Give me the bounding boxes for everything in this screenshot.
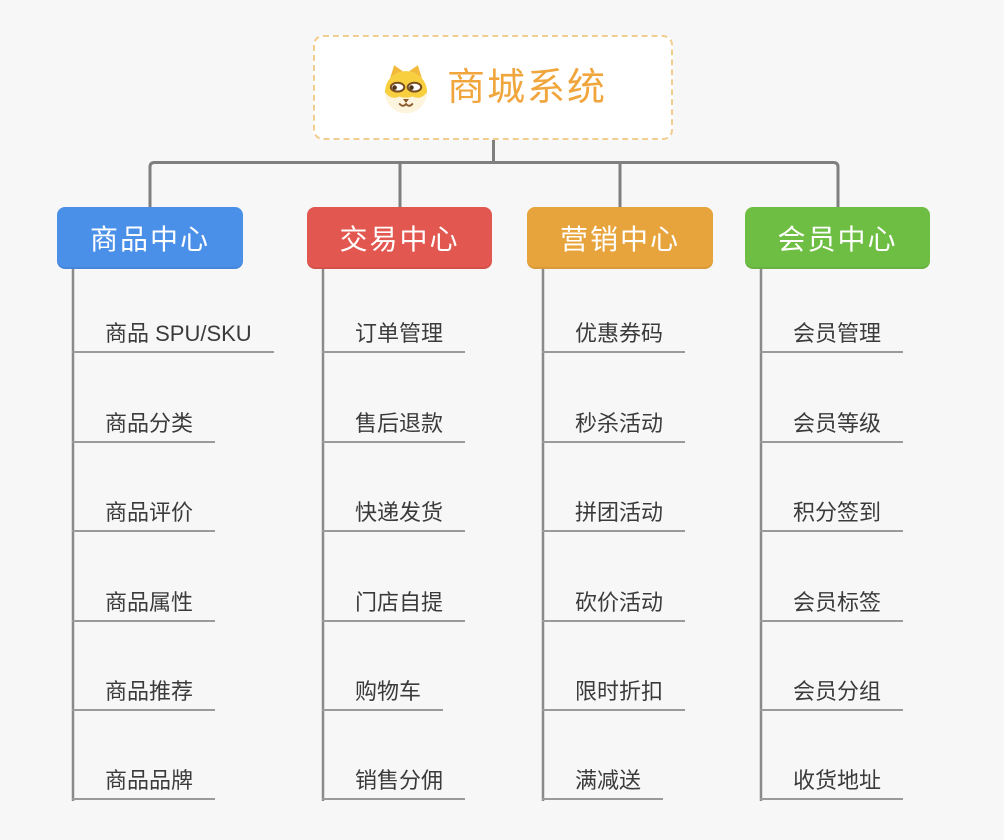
node-product-recommend[interactable]: 商品推荐 xyxy=(72,675,216,711)
branch-trade-center-items: 订单管理 售后退款 快递发货 门店自提 购物车 销售分佣 xyxy=(322,269,567,804)
node-limited-time-discount[interactable]: 限时折扣 xyxy=(542,675,686,711)
node-member-management[interactable]: 会员管理 xyxy=(760,317,904,353)
node-product-category[interactable]: 商品分类 xyxy=(72,407,216,443)
branch-member-center[interactable]: 会员中心 xyxy=(745,207,930,269)
node-member-tag[interactable]: 会员标签 xyxy=(760,586,904,622)
node-group-buy[interactable]: 拼团活动 xyxy=(542,496,686,532)
node-store-pickup[interactable]: 门店自提 xyxy=(322,586,466,622)
node-points-checkin[interactable]: 积分签到 xyxy=(760,496,904,532)
node-shipping-address[interactable]: 收货地址 xyxy=(760,764,904,800)
branch-marketing-center[interactable]: 营销中心 xyxy=(527,207,713,269)
branch-label: 交易中心 xyxy=(339,224,460,255)
node-product-brand[interactable]: 商品品牌 xyxy=(72,764,216,800)
branch-member-center-items: 会员管理 会员等级 积分签到 会员标签 会员分组 收货地址 xyxy=(760,269,1004,804)
node-express-delivery[interactable]: 快递发货 xyxy=(322,496,466,532)
dog-face-icon xyxy=(379,61,433,115)
node-bargain-activity[interactable]: 砍价活动 xyxy=(542,586,686,622)
node-product-review[interactable]: 商品评价 xyxy=(72,496,216,532)
branch-rail xyxy=(148,161,840,207)
node-product-spu-sku[interactable]: 商品 SPU/SKU xyxy=(72,317,274,353)
branch-label: 营销中心 xyxy=(559,224,680,255)
node-order-management[interactable]: 订单管理 xyxy=(322,317,466,353)
branch-trade-center[interactable]: 交易中心 xyxy=(307,207,492,269)
node-full-reduction[interactable]: 满减送 xyxy=(542,764,664,800)
node-member-level[interactable]: 会员等级 xyxy=(760,407,904,443)
node-product-attribute[interactable]: 商品属性 xyxy=(72,586,216,622)
branch-marketing-center-items: 优惠券码 秒杀活动 拼团活动 砍价活动 限时折扣 满减送 xyxy=(542,269,787,804)
node-after-sale-refund[interactable]: 售后退款 xyxy=(322,407,466,443)
root-node[interactable]: 商城系统 xyxy=(313,35,673,140)
node-flash-sale[interactable]: 秒杀活动 xyxy=(542,407,686,443)
node-shopping-cart[interactable]: 购物车 xyxy=(322,675,444,711)
node-sales-commission[interactable]: 销售分佣 xyxy=(322,764,466,800)
node-coupon-code[interactable]: 优惠券码 xyxy=(542,317,686,353)
root-title: 商城系统 xyxy=(446,66,607,109)
node-member-group[interactable]: 会员分组 xyxy=(760,675,904,711)
branch-product-center-items: 商品 SPU/SKU 商品分类 商品评价 商品属性 商品推荐 商品品牌 xyxy=(72,269,317,804)
branch-label: 商品中心 xyxy=(89,224,210,255)
branch-product-center[interactable]: 商品中心 xyxy=(57,207,243,269)
branch-label: 会员中心 xyxy=(777,224,898,255)
